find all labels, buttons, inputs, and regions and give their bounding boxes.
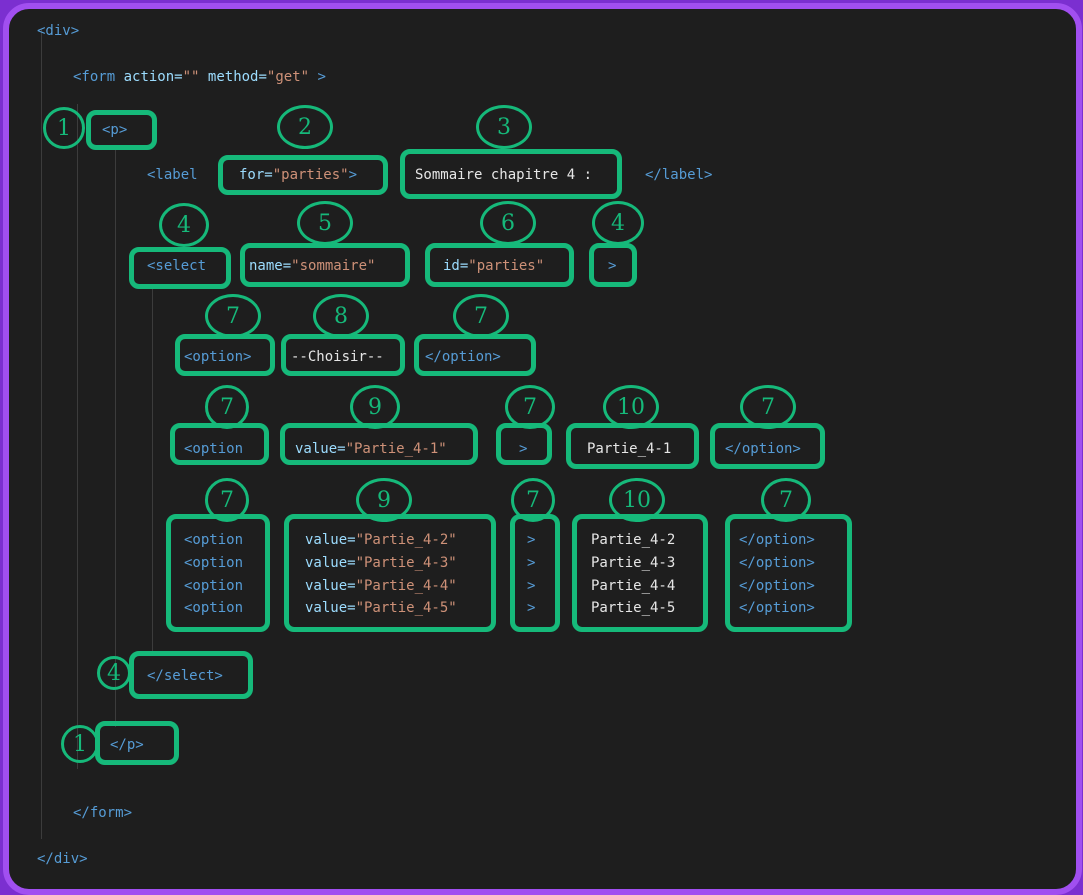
annotation-number: 4: [159, 203, 209, 247]
code-label-for: for="parties">: [239, 167, 358, 183]
code-option-open: <option: [184, 555, 244, 571]
code-option-gt: >: [527, 532, 536, 548]
code-form-close: </form>: [73, 805, 133, 821]
code-option-close: </option>: [739, 578, 815, 594]
indent-guide: [152, 284, 153, 654]
code-option-open: <option>: [184, 349, 252, 365]
annotation-number: 1: [43, 107, 85, 149]
code-option-text: Partie_4-4: [591, 578, 676, 594]
code-option-text: Partie_4-3: [591, 555, 676, 571]
annotation-number: 10: [609, 478, 665, 522]
indent-guide: [77, 104, 78, 769]
code-option-text: Partie_4-1: [587, 441, 672, 457]
code-select-gt: >: [608, 258, 617, 274]
code-line-form-open: <form action="" method="get" >: [73, 69, 326, 85]
highlight-box: [425, 243, 574, 287]
annotation-number: 7: [511, 478, 555, 522]
code-option-gt: >: [527, 600, 536, 616]
annotation-number: 4: [592, 201, 644, 245]
annotation-number: 9: [356, 478, 412, 522]
code-select-open: <select: [147, 258, 207, 274]
highlight-box: [86, 110, 157, 150]
annotation-number: 7: [740, 385, 796, 429]
code-label-close: </label>: [645, 167, 713, 183]
annotation-number: 7: [453, 294, 509, 338]
code-option-open: <option: [184, 532, 244, 548]
highlight-box: [218, 155, 388, 195]
code-option-value: value="Partie_4-1": [295, 441, 447, 457]
annotation-number: 9: [350, 385, 400, 429]
highlight-box: [129, 651, 253, 699]
code-label-open: <label: [147, 167, 198, 183]
annotation-number: 6: [480, 201, 536, 245]
code-option-value: value="Partie_4-4": [305, 578, 457, 594]
code-option-close: </option>: [425, 349, 501, 365]
code-option-close: </option>: [739, 532, 815, 548]
code-option-open: <option: [184, 578, 244, 594]
indent-guide: [115, 149, 116, 727]
annotation-number: 7: [761, 478, 811, 522]
highlight-box: [240, 243, 410, 287]
code-option-value: value="Partie_4-3": [305, 555, 457, 571]
code-select-id: id="parties": [443, 258, 545, 274]
code-div-close: </div>: [37, 851, 88, 867]
code-option-text: Partie_4-2: [591, 532, 676, 548]
code-option-close: </option>: [725, 441, 801, 457]
code-p-close: </p>: [110, 737, 144, 753]
highlight-box: [129, 247, 231, 289]
highlight-box: [589, 243, 637, 287]
code-option-open: <option: [184, 600, 244, 616]
code-option-value: value="Partie_4-2": [305, 532, 457, 548]
annotation-number: 7: [205, 294, 261, 338]
highlight-box: [400, 149, 622, 199]
annotation-number: 10: [603, 385, 659, 429]
annotation-number: 7: [505, 385, 555, 429]
annotation-number: 3: [476, 105, 532, 149]
code-option-value: value="Partie_4-5": [305, 600, 457, 616]
annotation-number: 5: [297, 201, 353, 245]
code-select-close: </select>: [147, 668, 223, 684]
annotation-number: 1: [61, 725, 99, 763]
code-p-open: <p>: [102, 122, 128, 138]
code-option-open: <option: [184, 441, 244, 457]
annotation-number: 7: [205, 385, 249, 429]
code-line-div-open: <div>: [37, 23, 80, 39]
code-option-gt: >: [527, 555, 536, 571]
code-select-name: name="sommaire": [249, 258, 376, 274]
code-label-text: Sommaire chapitre 4 :: [415, 167, 593, 183]
code-option-gt: >: [519, 441, 528, 457]
code-option-text: Partie_4-5: [591, 600, 676, 616]
code-option-placeholder: --Choisir--: [291, 349, 384, 365]
code-option-close: </option>: [739, 555, 815, 571]
annotation-number: 2: [277, 105, 333, 149]
annotation-number: 4: [97, 656, 131, 690]
annotation-number: 7: [205, 478, 249, 522]
code-option-gt: >: [527, 578, 536, 594]
annotation-number: 8: [313, 294, 369, 338]
indent-guide: [41, 29, 42, 839]
code-option-close: </option>: [739, 600, 815, 616]
code-editor-frame: 1 2 3 4 5 6 4 7 8 7 7 9 7 10 7 7 9 7 10 …: [3, 3, 1082, 895]
